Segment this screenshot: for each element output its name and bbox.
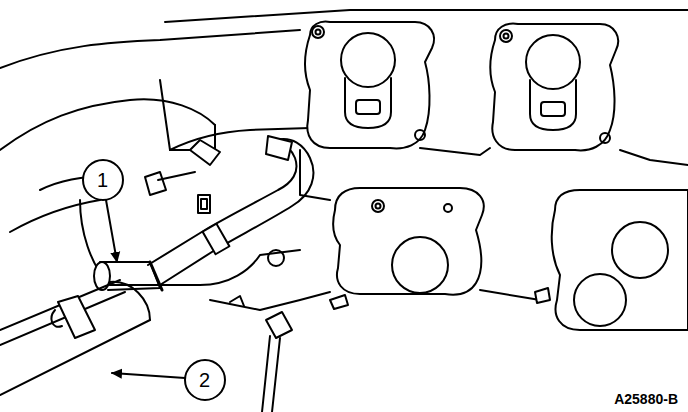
leader-line bbox=[112, 373, 185, 378]
leader-line bbox=[106, 200, 117, 262]
callout-number: 2 bbox=[199, 370, 210, 390]
callout-circle bbox=[185, 360, 225, 400]
callout-circle bbox=[83, 160, 123, 200]
callout-number: 1 bbox=[97, 170, 108, 190]
figure-code: A25880-B bbox=[612, 391, 680, 407]
